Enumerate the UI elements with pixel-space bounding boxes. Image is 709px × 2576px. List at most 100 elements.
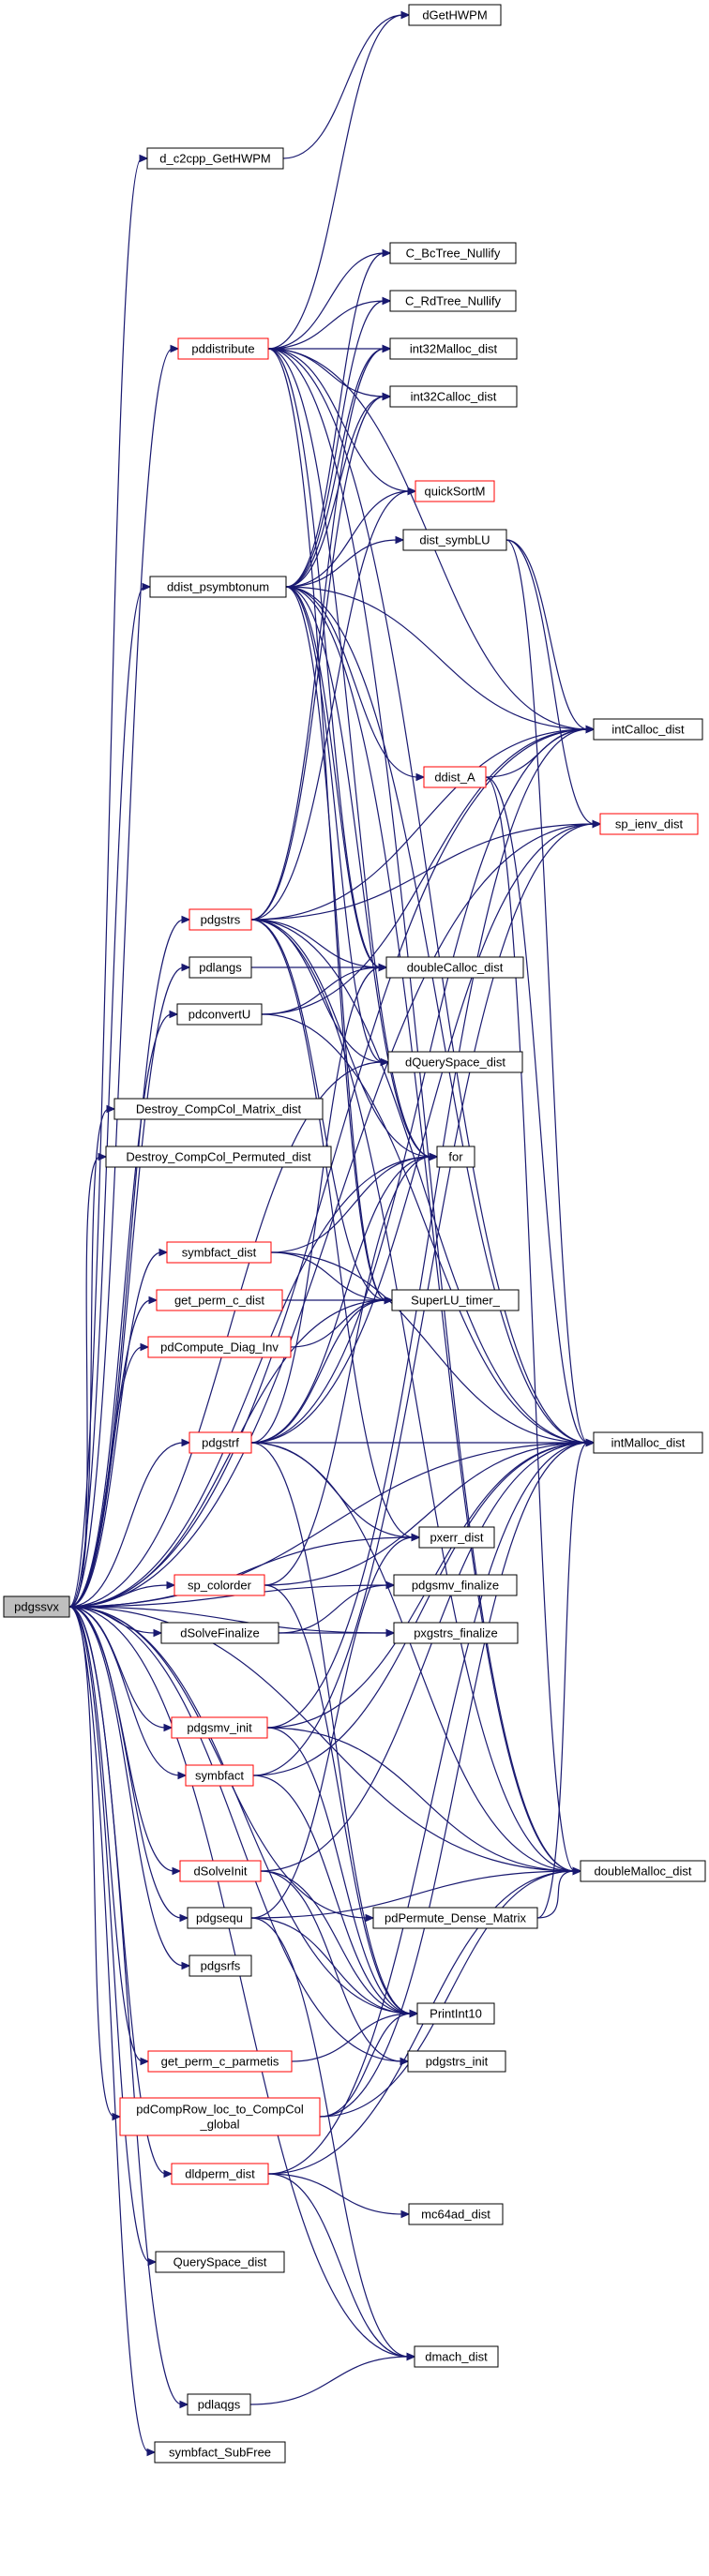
node-symbfact_SubFree[interactable]: symbfact_SubFree (154, 2441, 286, 2464)
node-box[interactable] (166, 1241, 272, 1264)
node-box[interactable] (393, 1622, 519, 1644)
node-box[interactable] (147, 1336, 292, 1358)
node-pddistribute[interactable]: pddistribute (177, 337, 269, 360)
node-dGetHWPM[interactable]: dGetHWPM (408, 4, 502, 26)
node-for[interactable]: for (436, 1146, 475, 1168)
node-box[interactable] (416, 2002, 495, 2025)
node-box[interactable] (389, 290, 517, 312)
node-dldperm_dist[interactable]: dldperm_dist (171, 2163, 269, 2185)
node-C_BcTree_Nullify[interactable]: C_BcTree_Nullify (389, 242, 517, 264)
node-box[interactable] (113, 1098, 324, 1120)
node-pdgsmv_init[interactable]: pdgsmv_init (171, 1716, 268, 1739)
node-ddist_A[interactable]: ddist_A (423, 766, 487, 788)
node-pdconvertU[interactable]: pdconvertU (176, 1003, 263, 1026)
node-box[interactable] (580, 1860, 706, 1882)
node-box[interactable] (593, 1431, 703, 1454)
node-pxerr_dist[interactable]: pxerr_dist (418, 1526, 495, 1549)
node-box[interactable] (407, 2050, 506, 2073)
node-box[interactable] (402, 529, 507, 551)
node-dSolveInit[interactable]: dSolveInit (179, 1860, 262, 1882)
node-pdgssvx[interactable]: pdgssvx (3, 1595, 70, 1618)
node-symbfact[interactable]: symbfact (185, 1764, 254, 1787)
node-box[interactable] (147, 2050, 293, 2073)
node-box[interactable] (436, 1146, 475, 1168)
node-symbfact_dist[interactable]: symbfact_dist (166, 1241, 272, 1264)
node-int32Calloc_dist[interactable]: int32Calloc_dist (389, 385, 518, 408)
node-box[interactable] (171, 1716, 268, 1739)
node-box[interactable] (414, 2345, 499, 2368)
node-PrintInt10[interactable]: PrintInt10 (416, 2002, 495, 2025)
node-SuperLU_timer_[interactable]: SuperLU_timer_ (391, 1289, 520, 1311)
node-box[interactable] (387, 1051, 523, 1073)
node-pdgsrfs[interactable]: pdgsrfs (189, 1954, 252, 1977)
node-box[interactable] (189, 956, 252, 979)
node-box[interactable] (160, 1622, 279, 1644)
node-box[interactable] (389, 242, 517, 264)
node-box[interactable] (393, 1574, 518, 1596)
node-dist_symbLU[interactable]: dist_symbLU (402, 529, 507, 551)
node-pdCompRow_loc_to_CompCol_global[interactable]: pdCompRow_loc_to_CompCol_global (119, 2097, 321, 2136)
node-box[interactable] (372, 1907, 538, 1929)
node-intMalloc_dist[interactable]: intMalloc_dist (593, 1431, 703, 1454)
node-box[interactable] (189, 1431, 252, 1454)
node-Destroy_CompCol_Matrix_dist[interactable]: Destroy_CompCol_Matrix_dist (113, 1098, 324, 1120)
node-C_RdTree_Nullify[interactable]: C_RdTree_Nullify (389, 290, 517, 312)
node-get_perm_c_parmetis[interactable]: get_perm_c_parmetis (147, 2050, 293, 2073)
node-box[interactable] (173, 1574, 265, 1596)
node-box[interactable] (418, 1526, 495, 1549)
node-box[interactable] (154, 2441, 286, 2464)
node-box[interactable] (185, 1764, 254, 1787)
node-box[interactable] (593, 718, 703, 741)
node-box[interactable] (155, 2251, 285, 2273)
node-dmach_dist[interactable]: dmach_dist (414, 2345, 499, 2368)
node-box[interactable] (105, 1146, 332, 1168)
node-box[interactable] (179, 1860, 262, 1882)
node-pdlangs[interactable]: pdlangs (189, 956, 252, 979)
node-Destroy_CompCol_Permuted_dist[interactable]: Destroy_CompCol_Permuted_dist (105, 1146, 332, 1168)
node-box[interactable] (599, 813, 699, 835)
node-box[interactable] (187, 1907, 252, 1929)
node-box[interactable] (389, 337, 518, 360)
node-box[interactable] (408, 2203, 504, 2225)
node-quickSortM[interactable]: quickSortM (415, 480, 495, 502)
node-sp_ienv_dist[interactable]: sp_ienv_dist (599, 813, 699, 835)
node-box[interactable] (408, 4, 502, 26)
node-intCalloc_dist[interactable]: intCalloc_dist (593, 718, 703, 741)
node-pdgstrf[interactable]: pdgstrf (189, 1431, 252, 1454)
node-box[interactable] (415, 480, 495, 502)
node-box[interactable] (189, 908, 252, 931)
node-box[interactable] (177, 337, 269, 360)
node-box[interactable] (146, 147, 284, 170)
node-pdPermute_Dense_Matrix[interactable]: pdPermute_Dense_Matrix (372, 1907, 538, 1929)
node-dSolveFinalize[interactable]: dSolveFinalize (160, 1622, 279, 1644)
node-pdgstrs[interactable]: pdgstrs (189, 908, 252, 931)
node-box[interactable] (3, 1595, 70, 1618)
node-box[interactable] (156, 1289, 283, 1311)
node-box[interactable] (391, 1289, 520, 1311)
node-box[interactable] (176, 1003, 263, 1026)
node-ddist_psymbtonum[interactable]: ddist_psymbtonum (149, 576, 287, 598)
node-box[interactable] (171, 2163, 269, 2185)
node-box[interactable] (423, 766, 487, 788)
node-pdCompute_Diag_Inv[interactable]: pdCompute_Diag_Inv (147, 1336, 292, 1358)
node-int32Malloc_dist[interactable]: int32Malloc_dist (389, 337, 518, 360)
node-pdgsequ[interactable]: pdgsequ (187, 1907, 252, 1929)
node-pdgstrs_init[interactable]: pdgstrs_init (407, 2050, 506, 2073)
node-box[interactable] (119, 2097, 321, 2136)
node-pdlaqgs[interactable]: pdlaqgs (187, 2393, 251, 2416)
node-doubleCalloc_dist[interactable]: doubleCalloc_dist (385, 956, 524, 979)
node-doubleMalloc_dist[interactable]: doubleMalloc_dist (580, 1860, 706, 1882)
node-d_c2cpp_GetHWPM[interactable]: d_c2cpp_GetHWPM (146, 147, 284, 170)
node-dQuerySpace_dist[interactable]: dQuerySpace_dist (387, 1051, 523, 1073)
node-sp_colorder[interactable]: sp_colorder (173, 1574, 265, 1596)
node-QuerySpace_dist[interactable]: QuerySpace_dist (155, 2251, 285, 2273)
node-mc64ad_dist[interactable]: mc64ad_dist (408, 2203, 504, 2225)
node-box[interactable] (189, 1954, 252, 1977)
node-box[interactable] (385, 956, 524, 979)
node-box[interactable] (149, 576, 287, 598)
node-get_perm_c_dist[interactable]: get_perm_c_dist (156, 1289, 283, 1311)
node-pdgsmv_finalize[interactable]: pdgsmv_finalize (393, 1574, 518, 1596)
node-box[interactable] (389, 385, 518, 408)
node-box[interactable] (187, 2393, 251, 2416)
node-pxgstrs_finalize[interactable]: pxgstrs_finalize (393, 1622, 519, 1644)
